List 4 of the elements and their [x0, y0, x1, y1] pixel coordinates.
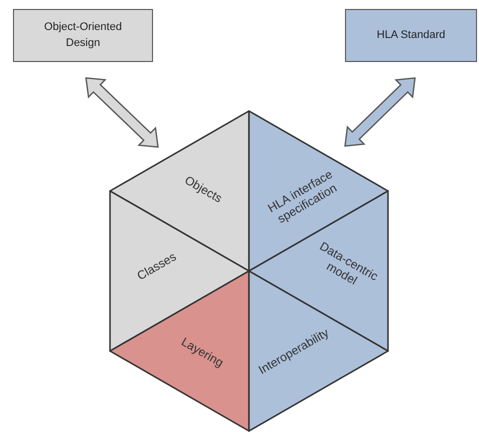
- topic-box: Object-Oriented Design: [13, 9, 153, 62]
- topic-box: HLA Standard: [345, 9, 477, 62]
- double-arrow: [85, 77, 159, 148]
- double-arrow: [344, 77, 416, 147]
